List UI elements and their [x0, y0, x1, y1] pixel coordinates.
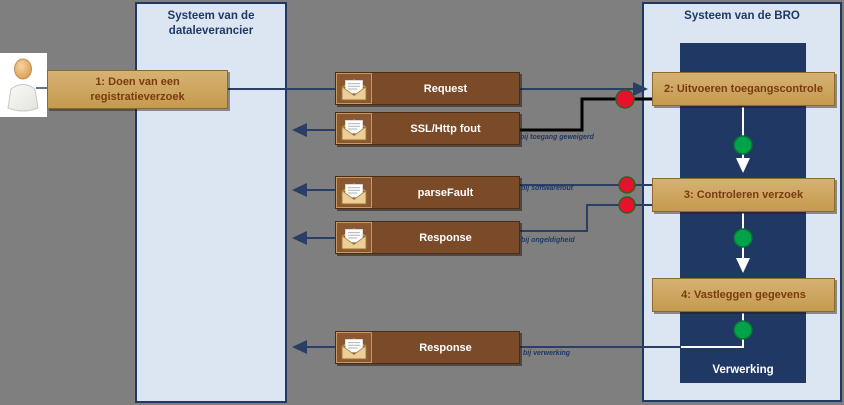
error-dot-ongeldig: [618, 196, 636, 214]
step-1-registratieverzoek: 1: Doen van een registratieverzoek: [47, 70, 228, 109]
ok-dot-vastleggen: [733, 320, 753, 340]
step-3-controleren-verzoek: 3: Controleren verzoek: [652, 178, 835, 212]
ok-dot-toegang: [733, 135, 753, 155]
error-dot-software: [618, 176, 636, 194]
actor-dataleverancier: [0, 53, 47, 117]
condition-ongeldigheid: bij ongeldigheid: [521, 237, 575, 244]
message-parsefault: parseFault: [335, 176, 520, 209]
condition-verwerking: bij verwerking: [523, 350, 571, 357]
step-2-toegangscontrole: 2: Uitvoeren toegangscontrole: [652, 72, 835, 106]
condition-toegang-geweigerd: bij toegang geweigerd: [520, 134, 594, 141]
message-label: SSL/Http fout: [410, 122, 481, 135]
message-label: Request: [423, 82, 468, 95]
message-label: Response: [419, 341, 472, 354]
message-response-verwerking: Response: [335, 331, 520, 364]
condition-softwarefout: bij softwarefout: [521, 185, 574, 192]
message-label: parseFault: [417, 186, 474, 199]
person-icon: [6, 58, 39, 112]
message-label: Response: [419, 231, 472, 244]
message-request: Request: [335, 72, 520, 105]
ok-dot-controle: [733, 228, 753, 248]
message-response-ongeldig: Response: [335, 221, 520, 254]
step-4-vastleggen-gegevens: 4: Vastleggen gegevens: [652, 278, 835, 312]
panel-dataleverancier-title: Systeem van de dataleverancier: [167, 10, 255, 37]
envelope-icon: [336, 177, 372, 208]
error-dot-toegang: [615, 89, 635, 109]
verwerking-label: Verwerking: [712, 364, 774, 376]
panel-bro-title: Systeem van de BRO: [684, 10, 800, 22]
panel-dataleverancier: Systeem van de dataleverancier: [135, 2, 287, 403]
message-ssl-http-fout: SSL/Http fout: [335, 112, 520, 145]
envelope-icon: [336, 222, 372, 253]
envelope-icon: [336, 113, 372, 144]
envelope-icon: [336, 332, 372, 363]
envelope-icon: [336, 73, 372, 104]
